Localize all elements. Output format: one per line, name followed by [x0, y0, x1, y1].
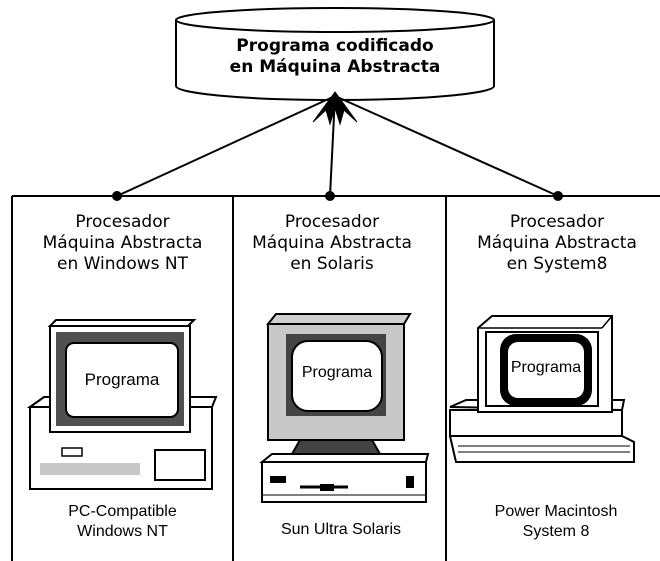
- processor-line3: en Solaris: [290, 254, 374, 274]
- processor-line1: Procesador: [509, 212, 605, 232]
- program-title: Programa codificado en Máquina Abstracta: [175, 36, 495, 78]
- pc-computer-icon: [26, 319, 218, 490]
- processor-label-windows: Procesador Máquina Abstracta en Windows …: [12, 212, 233, 275]
- processor-label-solaris: Procesador Máquina Abstracta en Solaris: [226, 212, 438, 275]
- caption-sun: Sun Ultra Solaris: [238, 520, 444, 540]
- arrowhead-cluster: [312, 91, 358, 126]
- sun-workstation-icon: [259, 313, 430, 503]
- caption-line2: System 8: [522, 523, 590, 540]
- processor-line1: Procesador: [284, 212, 380, 232]
- caption-line1: Power Macintosh: [494, 503, 618, 520]
- screen-label-mac: Programa: [510, 359, 582, 376]
- connector-arrows: [112, 91, 563, 201]
- processor-line1: Procesador: [75, 212, 170, 232]
- processor-line3: en Windows NT: [56, 254, 189, 274]
- caption-pc: PC-Compatible Windows NT: [12, 502, 233, 542]
- screen-label-sun: Programa: [301, 364, 373, 381]
- macintosh-computer-icon: [448, 315, 635, 463]
- processor-label-system8: Procesador Máquina Abstracta en System8: [452, 212, 660, 275]
- caption-line2: Windows NT: [77, 523, 168, 540]
- column-frame: [11, 195, 660, 561]
- program-cylinder: [175, 7, 495, 101]
- caption-line1: PC-Compatible: [68, 503, 177, 520]
- processor-line3: en System8: [506, 254, 608, 274]
- caption-mac: Power Macintosh System 8: [452, 502, 660, 542]
- processor-line2: Máquina Abstracta: [252, 233, 412, 253]
- processor-line2: Máquina Abstracta: [42, 233, 203, 253]
- program-title-line2: en Máquina Abstracta: [229, 57, 441, 77]
- program-title-line1: Programa codificado: [236, 36, 434, 56]
- processor-line2: Máquina Abstracta: [477, 233, 637, 253]
- caption-line1: Sun Ultra Solaris: [280, 521, 402, 538]
- screen-label-pc: Programa: [84, 370, 160, 389]
